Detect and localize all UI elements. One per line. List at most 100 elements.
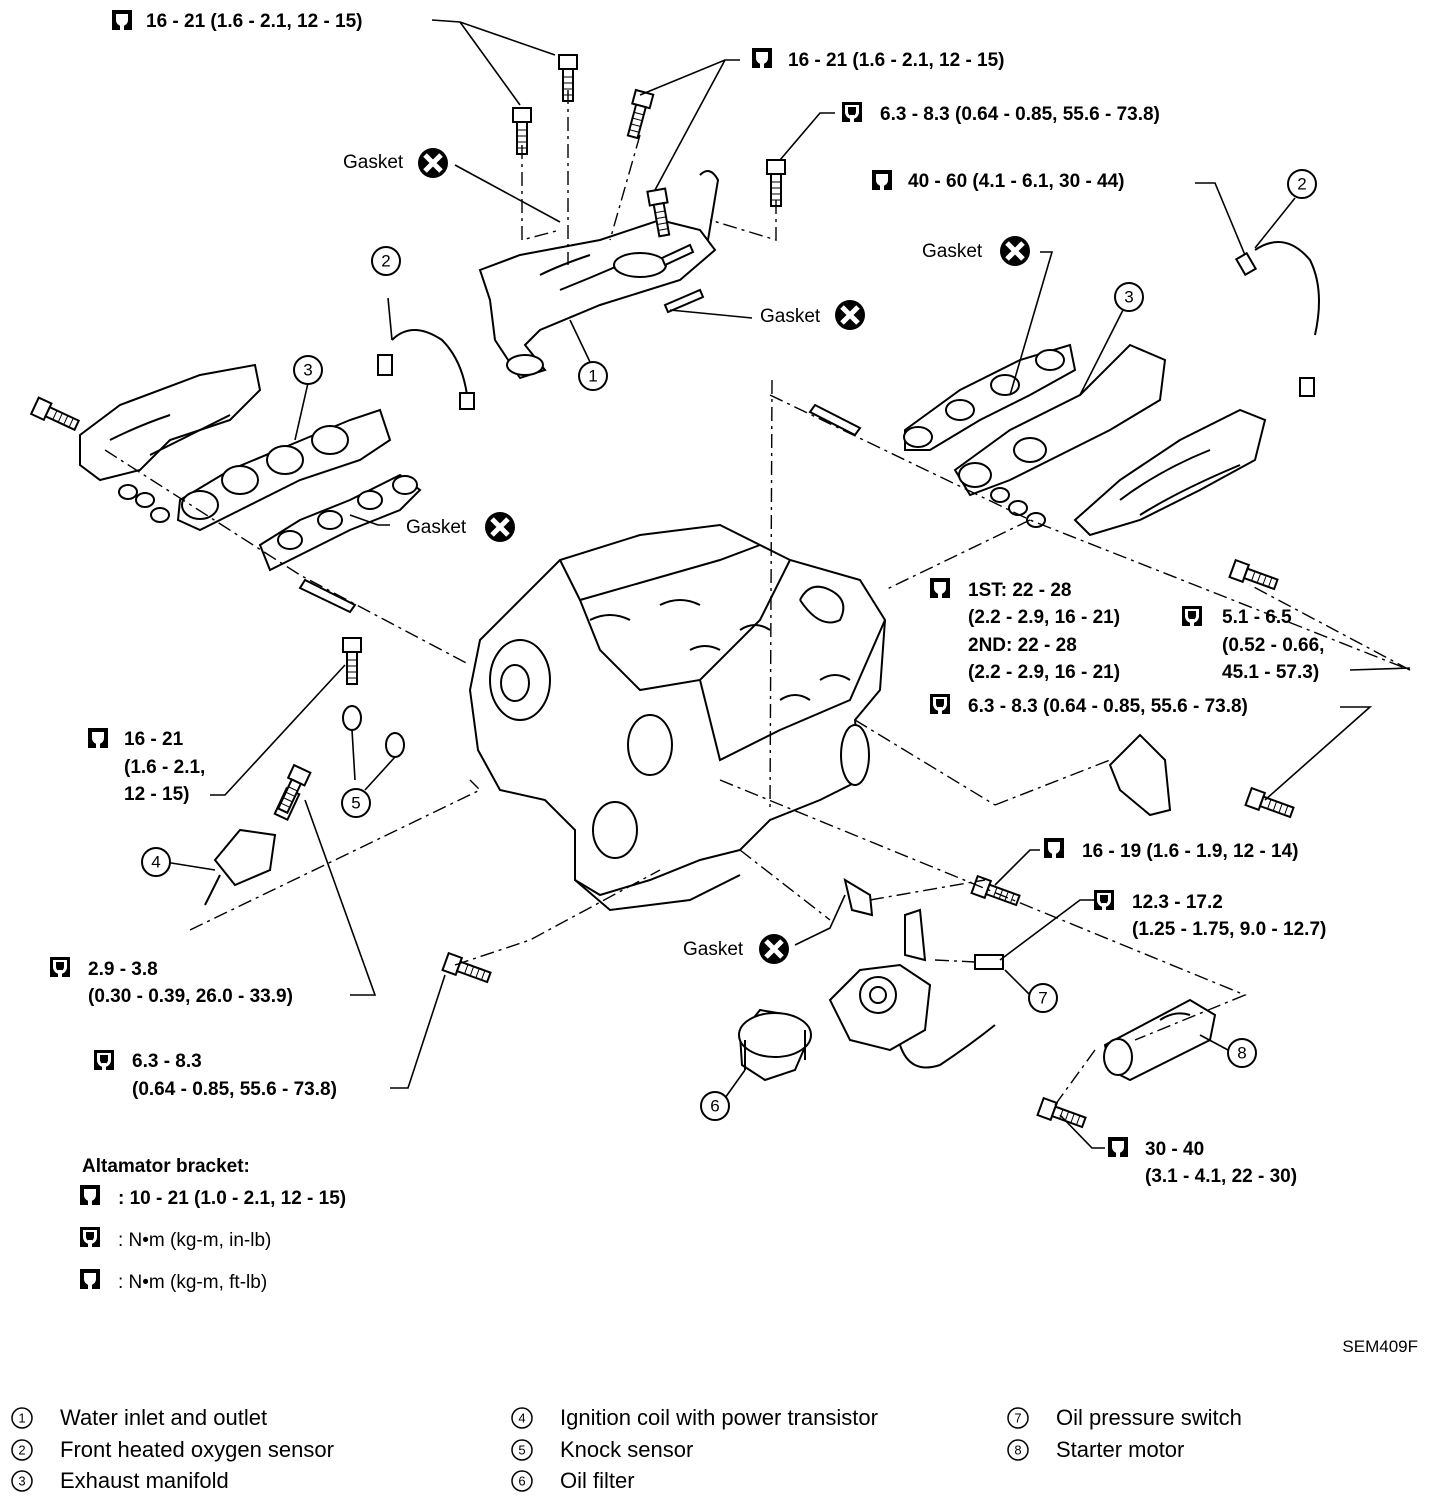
torque-ftlb-icon <box>112 10 132 30</box>
torque-top-mid: 16 - 21 (1.6 - 2.1, 12 - 15) <box>788 50 1005 71</box>
oil-filter-bracket <box>828 877 996 1069</box>
gasket-icon <box>759 934 789 964</box>
mount-bracket <box>1108 733 1172 817</box>
legend-item: 2 Front heated oxygen sensor <box>11 1437 334 1462</box>
svg-text:6: 6 <box>518 1474 525 1489</box>
knock-sensor <box>342 705 405 791</box>
torque-mid-right-inlb: 6.3 - 8.3 (0.64 - 0.85, 55.6 - 73.8) <box>968 696 1248 717</box>
legend-text: Ignition coil with power transistor <box>560 1405 878 1430</box>
torque-left-c: 12 - 15) <box>124 784 189 805</box>
svg-text:5: 5 <box>351 794 360 813</box>
svg-text:2: 2 <box>18 1443 25 1458</box>
torque-mid-inlb-c: 45.1 - 57.3) <box>1222 662 1319 683</box>
svg-text:3: 3 <box>18 1474 25 1489</box>
torque-mid-2nd-b: (2.2 - 2.9, 16 - 21) <box>968 662 1120 683</box>
right-oxygen-sensor <box>1234 197 1320 397</box>
torque-ftlb-icon <box>1108 1137 1128 1157</box>
parts-legend: 1 Water inlet and outlet 2 Front heated … <box>11 1405 1242 1493</box>
gasket-label-3: Gasket <box>922 236 1030 266</box>
torque-starter-b: (3.1 - 4.1, 22 - 30) <box>1145 1166 1297 1187</box>
torque-top-inlb: 6.3 - 8.3 (0.64 - 0.85, 55.6 - 73.8) <box>880 104 1160 125</box>
legend-text: Oil filter <box>560 1468 635 1493</box>
assembly-lines <box>104 90 1411 1106</box>
svg-text:4: 4 <box>518 1411 525 1426</box>
legend-item: 1 Water inlet and outlet <box>11 1405 267 1430</box>
svg-text:3: 3 <box>1124 288 1133 307</box>
leader-lines <box>164 19 1411 1149</box>
callout-7: 7 <box>1028 983 1058 1013</box>
torque-mid-inlb-a: 5.1 - 6.5 <box>1222 607 1292 628</box>
torque-inlb-icon <box>930 694 950 714</box>
torque-left-b: (1.6 - 2.1, <box>124 757 205 778</box>
legend-item: 3 Exhaust manifold <box>11 1468 229 1493</box>
torque-ftlb-icon <box>88 728 108 748</box>
unit-ftlb: : N•m (kg-m, ft-lb) <box>118 1272 267 1293</box>
gasket-label-1: Gasket <box>343 148 448 178</box>
right-exhaust-manifold <box>903 343 1267 537</box>
torque-top-right: 40 - 60 (4.1 - 6.1, 30 - 44) <box>908 171 1125 192</box>
legend-text: Oil pressure switch <box>1056 1405 1242 1430</box>
svg-text:6: 6 <box>710 1097 719 1116</box>
torque-mid-2nd: 2ND: 22 - 28 <box>968 635 1077 656</box>
engine-block <box>468 523 887 912</box>
gasket-text: Gasket <box>683 939 744 960</box>
left-exhaust-manifold <box>79 363 422 572</box>
svg-text:5: 5 <box>518 1443 525 1458</box>
legend-text: Front heated oxygen sensor <box>60 1437 334 1462</box>
legend-item: 8 Starter motor <box>1007 1437 1184 1462</box>
torque-inlb-icon <box>842 102 862 122</box>
torque-ftlb-icon <box>80 1269 100 1289</box>
svg-text:1: 1 <box>18 1411 25 1426</box>
torque-mid-inlb-b: (0.52 - 0.66, <box>1222 635 1324 656</box>
callout-3: 3 <box>293 355 323 385</box>
starter-motor <box>1103 998 1217 1082</box>
svg-text:1: 1 <box>588 367 597 386</box>
alternator-heading: Altamator bracket: <box>82 1156 250 1177</box>
gasket-icon <box>1000 236 1030 266</box>
svg-text:7: 7 <box>1038 989 1047 1008</box>
torque-ftlb-icon <box>80 1185 100 1205</box>
torque-pump-bolt: 16 - 19 (1.6 - 1.9, 12 - 14) <box>1082 841 1299 862</box>
torque-inlb-icon <box>94 1050 114 1070</box>
legend-text: Water inlet and outlet <box>60 1405 267 1430</box>
studs <box>298 243 862 614</box>
callout-5: 5 <box>341 788 371 818</box>
gasket-icon <box>418 148 448 178</box>
gasket-text: Gasket <box>343 152 404 173</box>
callout-8: 8 <box>1227 1038 1257 1068</box>
oil-pressure-switch <box>974 954 1004 970</box>
gasket-label-5: Gasket <box>683 934 789 964</box>
legend-item: 5 Knock sensor <box>511 1437 693 1462</box>
legend-item: 4 Ignition coil with power transistor <box>511 1405 878 1430</box>
gasket-icon <box>835 300 865 330</box>
torque-bot-left-b: (0.64 - 0.85, 55.6 - 73.8) <box>132 1079 337 1100</box>
callout-2: 2 <box>1287 169 1317 199</box>
torque-ftlb-icon <box>752 48 772 68</box>
legend-item: 7 Oil pressure switch <box>1007 1405 1242 1430</box>
legend-item: 6 Oil filter <box>511 1468 635 1493</box>
alternator-spec-block: Altamator bracket: : 10 - 21 (1.0 - 2.1,… <box>80 1156 346 1293</box>
torque-inlb-icon <box>50 957 70 977</box>
gasket-icon <box>485 512 515 542</box>
torque-left-a: 16 - 21 <box>124 729 184 750</box>
water-inlet-outlet <box>478 170 720 380</box>
torque-bot-left-a: 6.3 - 8.3 <box>132 1051 202 1072</box>
torque-inlb-icon <box>80 1227 100 1247</box>
svg-text:2: 2 <box>1297 175 1306 194</box>
legend-text: Exhaust manifold <box>60 1468 229 1493</box>
callout-6: 6 <box>700 1091 730 1121</box>
torque-oil-sw-a: 12.3 - 17.2 <box>1132 892 1223 913</box>
torque-mid-1st-b: (2.2 - 2.9, 16 - 21) <box>968 607 1120 628</box>
callout-3: 3 <box>1114 282 1144 312</box>
torque-oil-sw-b: (1.25 - 1.75, 9.0 - 12.7) <box>1132 919 1326 940</box>
svg-text:8: 8 <box>1014 1443 1021 1458</box>
svg-text:4: 4 <box>151 853 160 872</box>
callout-1: 1 <box>578 361 608 391</box>
torque-coil-b: (0.30 - 0.39, 26.0 - 33.9) <box>88 986 293 1007</box>
gasket-text: Gasket <box>922 241 983 262</box>
svg-text:8: 8 <box>1237 1044 1246 1063</box>
torque-ftlb-icon <box>930 578 950 598</box>
gasket-label-4: Gasket <box>406 512 515 542</box>
